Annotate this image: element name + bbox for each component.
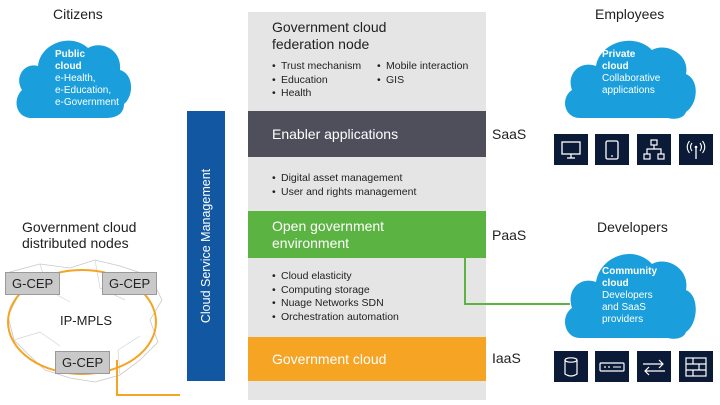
paas-label: PaaS (492, 227, 527, 243)
federation-title-line: federation node (272, 36, 370, 52)
employees-heading: Employees (595, 6, 665, 22)
top-bullet-list-right: Mobile interaction GIS (377, 60, 468, 87)
public-cloud-line: e-Government (55, 97, 119, 108)
citizens-heading: Citizens (53, 6, 103, 22)
server-icon (595, 351, 629, 382)
bullet-item: Health (272, 87, 361, 101)
gcep-node: G-CEP (5, 272, 61, 295)
community-cloud-title: Community cloud (602, 266, 657, 289)
iaas-label: IaaS (492, 350, 521, 366)
distributed-heading-line: Government cloud (22, 219, 137, 235)
org-chart-icon (637, 134, 671, 165)
developers-heading: Developers (597, 219, 668, 235)
firewall-icon (679, 351, 713, 382)
distributed-heading: Government cloud distributed nodes (22, 219, 136, 251)
federation-title-line: Government cloud (272, 19, 387, 35)
enabler-applications-band: Enabler applications (248, 111, 486, 157)
public-cloud-line: e-Education, (55, 85, 112, 96)
bullet-item: Computing storage (272, 284, 399, 298)
open-government-label: environment (272, 234, 350, 251)
mid-bullet-list: Digital asset management User and rights… (272, 172, 416, 199)
public-cloud-title: Public cloud (55, 49, 86, 72)
iaas-connector-line (116, 360, 180, 396)
government-cloud-label: Government cloud (272, 350, 387, 367)
monitor-icon (554, 134, 588, 165)
gcep-node: G-CEP (55, 351, 111, 374)
ip-mpls-label: IP-MPLS (60, 313, 113, 328)
public-cloud-line: e-Health, (55, 73, 96, 84)
exchange-arrows-icon (637, 351, 671, 382)
cloud-service-management-label: Cloud Service Management (199, 168, 213, 324)
public-cloud-text: Public cloud e-Health, e-Education, e-Go… (55, 49, 119, 109)
enabler-applications-label: Enabler applications (272, 125, 399, 142)
tablet-icon (595, 134, 629, 165)
top-bullet-list-left: Trust mechanism Education Health (272, 60, 361, 101)
bullet-item: Mobile interaction (377, 60, 468, 74)
community-cloud-line: Developers (602, 290, 653, 301)
community-cloud-text: Community cloud Developers and SaaS prov… (602, 266, 664, 326)
government-cloud-band: Government cloud (248, 337, 486, 381)
private-cloud-text: Private cloud Collaborative applications (602, 49, 660, 97)
bullet-item: Cloud elasticity (272, 270, 399, 284)
bullet-item: GIS (377, 74, 468, 88)
paas-connector (464, 258, 570, 305)
bullet-item: Nuage Networks SDN (272, 297, 399, 311)
low-bullet-list: Cloud elasticity Computing storage Nuage… (272, 270, 399, 324)
private-cloud-shape (565, 40, 696, 119)
open-government-label: Open government (272, 217, 385, 234)
community-cloud-line: providers (602, 314, 644, 325)
private-cloud-line: applications (602, 85, 655, 96)
bullet-item: Orchestration automation (272, 311, 399, 325)
gcep-node: G-CEP (102, 272, 158, 295)
bullet-item: Digital asset management (272, 172, 416, 186)
private-cloud-line: Collaborative (602, 73, 661, 84)
bullet-item: Trust mechanism (272, 60, 361, 74)
federation-node-title: Government cloud federation node (272, 19, 482, 53)
cloud-service-management-bar (187, 111, 225, 381)
bullet-item: Education (272, 74, 361, 88)
bullet-item: User and rights management (272, 186, 416, 200)
ip-mpls-ring (7, 269, 157, 375)
saas-label: SaaS (492, 126, 527, 142)
distributed-heading-line: distributed nodes (22, 235, 129, 251)
community-cloud-shape (565, 253, 696, 339)
public-cloud-shape (16, 40, 132, 118)
database-icon (554, 351, 588, 382)
wireless-icon (679, 134, 713, 165)
private-cloud-title: Private cloud (602, 49, 636, 72)
open-government-band: Open government environment (248, 211, 486, 258)
community-cloud-line: and SaaS (602, 302, 646, 313)
